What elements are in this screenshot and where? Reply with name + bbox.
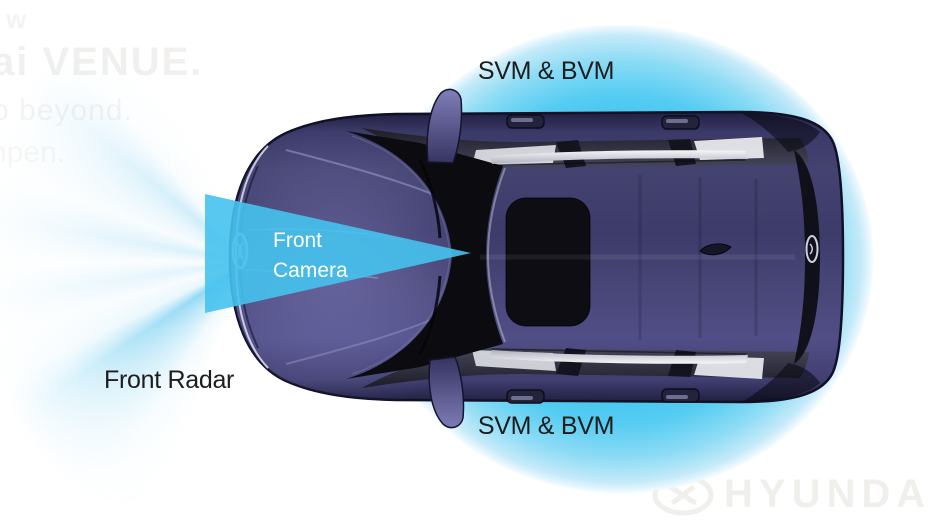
label-front-radar: Front Radar xyxy=(104,366,235,394)
label-front-camera-line1: Front xyxy=(273,229,323,252)
car-body-group xyxy=(228,88,845,429)
label-front-camera-line2: Camera xyxy=(273,259,348,282)
side-mirror-bottom xyxy=(428,356,465,429)
roof-ribs xyxy=(638,175,758,340)
wiper xyxy=(418,159,442,239)
label-front-camera: Front Camera xyxy=(273,226,348,286)
side-mirror-top xyxy=(426,88,463,164)
front-camera-beam xyxy=(205,194,471,313)
rear-spoiler-corner xyxy=(742,113,820,152)
wiper xyxy=(418,275,442,355)
rear-spoiler-corner xyxy=(742,363,820,402)
hyundai-logo-icon xyxy=(805,235,819,263)
hood-crease xyxy=(285,315,441,365)
watermark-brand: HYUNDAI xyxy=(652,472,930,517)
roof-rail-top xyxy=(490,150,748,164)
rail-shadow xyxy=(491,348,747,355)
windshield xyxy=(346,131,503,379)
label-svm-bvm-bottom: SVM & BVM xyxy=(477,412,615,440)
door-handles xyxy=(506,114,700,404)
roof-leading-edge xyxy=(486,167,506,343)
rail-shadow xyxy=(491,159,747,166)
roof-rail-bottom xyxy=(490,350,748,364)
antenna xyxy=(699,243,732,256)
watermark-brand-text: HYUNDAI xyxy=(724,472,930,516)
sunroof xyxy=(505,197,591,327)
hood-crease xyxy=(285,149,443,199)
label-svm-bvm-top: SVM & BVM xyxy=(477,57,615,85)
